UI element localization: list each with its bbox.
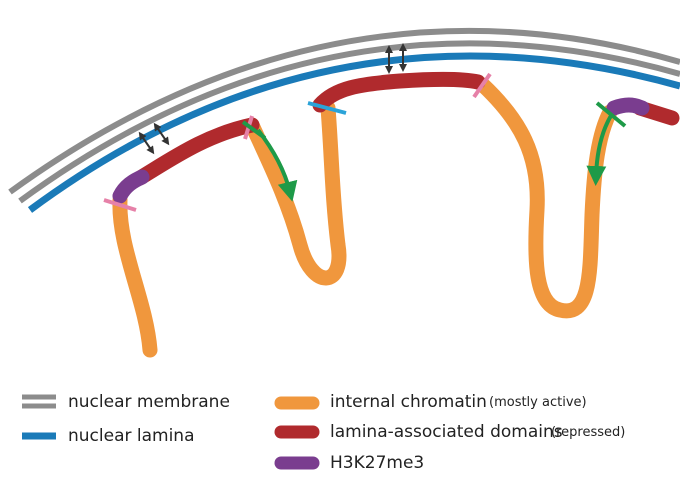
legend-note-internal: (mostly active) [489, 395, 587, 410]
lad-segment-1 [132, 117, 260, 186]
nuclear-membrane-outer [8, 27, 680, 195]
boundary-marker-blue [307, 101, 347, 115]
spreading-arrow-green [586, 112, 614, 186]
interaction-arrow [153, 122, 170, 146]
interaction-arrow [138, 131, 155, 155]
nuclear-membrane-inner [18, 40, 680, 204]
legend-label-membrane: nuclear membrane [68, 392, 230, 412]
legend-label-lad: lamina-associated domains [330, 422, 563, 442]
internal-chromatin-segment-3 [475, 77, 618, 319]
nuclear-lamina [27, 52, 680, 213]
legend-label-internal: internal chromatin [330, 392, 487, 412]
legend-swatches [22, 394, 320, 470]
legend-label-h3k27me3: H3K27me3 [330, 453, 425, 473]
legend-note-lad: (repressed) [551, 425, 626, 440]
h3k27me3-segment-1 [112, 169, 150, 204]
internal-chromatin-segment-2 [244, 100, 347, 286]
internal-chromatin [112, 77, 618, 358]
boundary-marker-pink [472, 72, 492, 99]
boundary-marker-pink [103, 198, 137, 212]
h3k27me3-segment-2 [606, 97, 650, 116]
legend-label-lamina: nuclear lamina [68, 426, 195, 446]
h3k27me3-regions [112, 97, 650, 204]
spreading-arrow-green [256, 128, 298, 202]
lad-segment-2 [312, 71, 486, 113]
internal-chromatin-segment-1 [112, 192, 158, 358]
